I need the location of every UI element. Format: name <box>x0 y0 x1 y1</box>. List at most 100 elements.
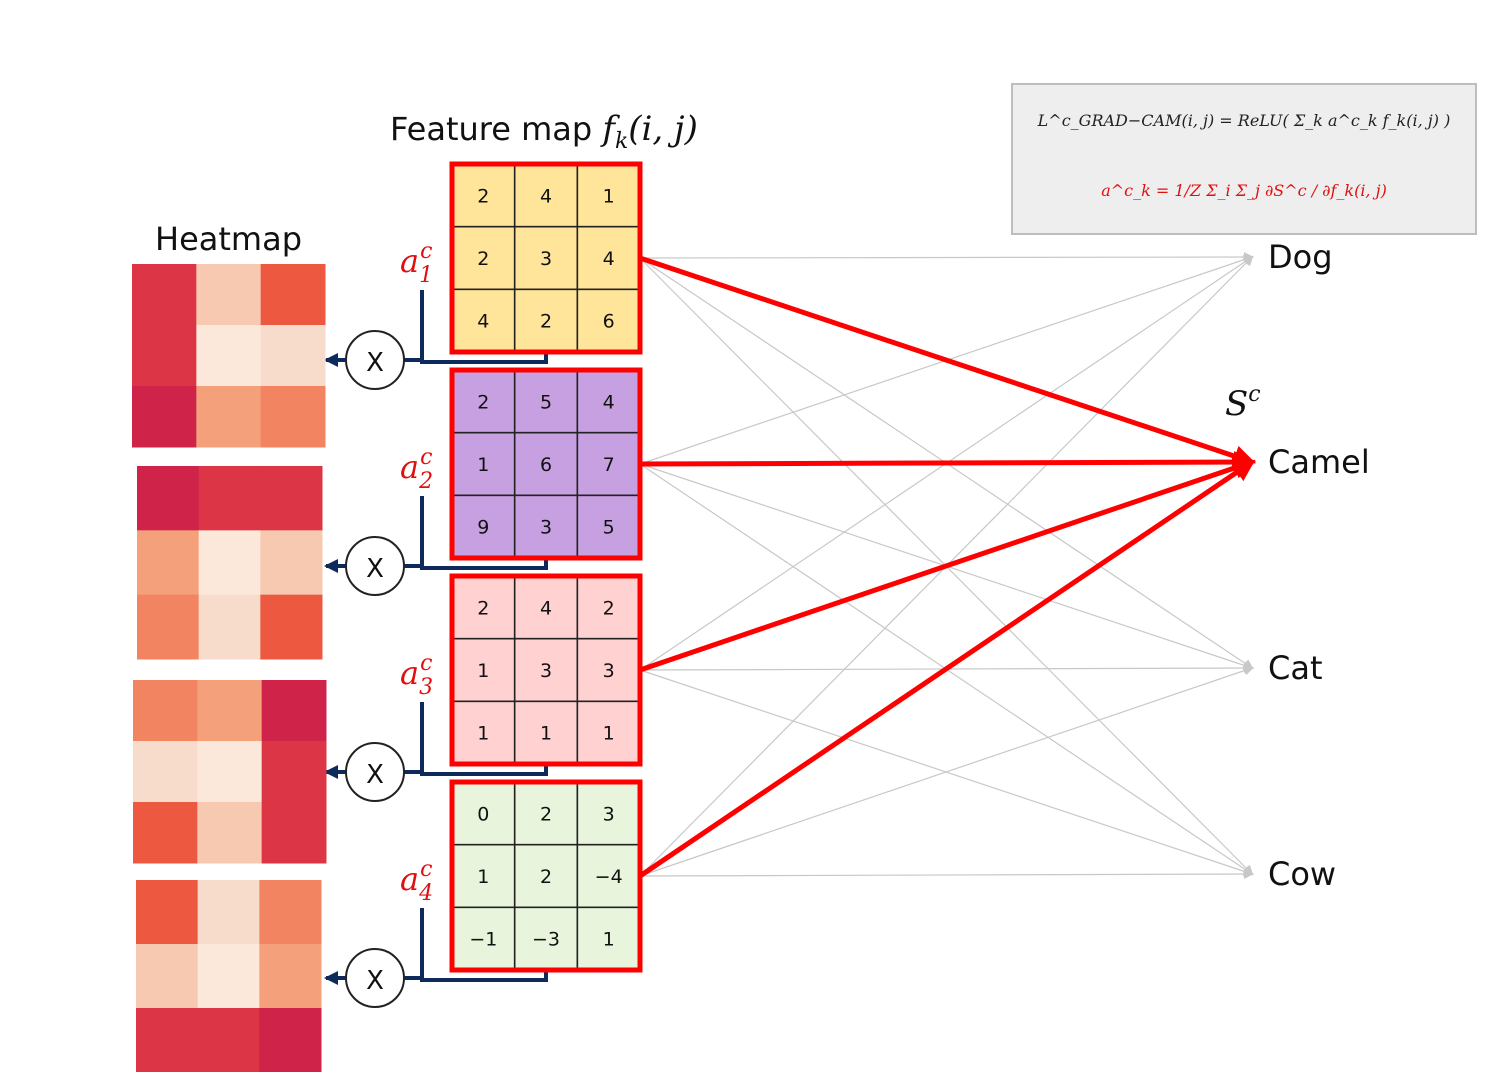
multiply-circle <box>345 948 405 1008</box>
heatmap-cell <box>196 386 262 448</box>
multiply-circle <box>345 330 405 390</box>
connection-line <box>639 252 1254 263</box>
feature-value: 5 <box>603 517 615 539</box>
heatmap-cell <box>260 325 326 387</box>
heatmap-cell <box>259 880 322 945</box>
feature-value: 2 <box>540 311 552 333</box>
feature-map-title: Feature map fk(i, j) <box>390 109 698 154</box>
formula-box: L^c_GRAD−CAM(i, j) = ReLU( Σ_k a^c_k f_k… <box>1011 83 1477 235</box>
heatmap-cell <box>133 680 198 742</box>
gradcam-formula: L^c_GRAD−CAM(i, j) = ReLU( Σ_k a^c_k f_k… <box>1037 111 1451 130</box>
feature-value: 2 <box>477 248 489 270</box>
connection-line <box>639 869 1254 880</box>
weight-label-2: a2c <box>400 445 433 494</box>
heatmap-cell <box>133 741 198 803</box>
heatmap-cell <box>136 880 199 945</box>
multiply-circle <box>345 742 405 802</box>
feature-map-border <box>449 161 643 355</box>
feature-value: 4 <box>603 391 615 413</box>
feature-value: 4 <box>540 185 552 207</box>
heatmap-cell <box>261 802 327 864</box>
feature-value: 1 <box>603 185 615 207</box>
feature-value: 4 <box>477 311 489 333</box>
feature-map-column: 2 4 1 2 3 4 4 2 6 a1c 2 5 4 1 6 7 9 3 5 a2c 2 4 2 1 3 3 1 1 1 a3c 0 2 3 1… <box>400 161 643 973</box>
feature-value: 1 <box>477 660 489 682</box>
feature-map-fill <box>452 782 640 970</box>
feature-value: 7 <box>603 454 615 476</box>
feature-value: 3 <box>603 660 615 682</box>
weight-label-1: a1c <box>400 239 433 288</box>
heatmap-cell <box>132 325 197 387</box>
heatmap-cell <box>197 680 263 742</box>
feature-value: 3 <box>540 660 552 682</box>
feature-value: 3 <box>540 517 552 539</box>
heatmap-cell <box>196 264 262 326</box>
heatmap-cell <box>261 680 327 742</box>
heatmap-cell <box>261 741 327 803</box>
feature-value: 3 <box>603 803 615 825</box>
heatmap-cell <box>132 386 197 448</box>
heatmap-cell <box>198 594 261 660</box>
feature-value: 1 <box>540 723 552 745</box>
heatmap-3 <box>133 680 327 864</box>
feature-value: 2 <box>603 597 615 619</box>
feature-value: −1 <box>469 929 497 951</box>
multiply-symbol: X <box>366 966 384 996</box>
heatmap-cell <box>260 386 326 448</box>
weight-label-3: a3c <box>400 651 433 700</box>
highlight-line <box>639 457 1256 673</box>
heatmap-cell <box>133 802 198 864</box>
heatmap-cell <box>136 1008 199 1072</box>
feature-value: 6 <box>603 311 615 333</box>
feature-map-2: 2 5 4 1 6 7 9 3 5 <box>449 367 643 561</box>
heatmap-title: Heatmap <box>155 220 302 258</box>
feature-map-1: 2 4 1 2 3 4 4 2 6 <box>449 161 643 355</box>
heatmap-cell <box>260 530 323 596</box>
feature-value: 2 <box>540 866 552 888</box>
feature-value: −3 <box>532 929 560 951</box>
feature-value: 5 <box>540 391 552 413</box>
feature-value: 9 <box>477 517 489 539</box>
class-label-cat: Cat <box>1268 649 1323 687</box>
heatmap-cell <box>260 264 326 326</box>
heatmap-2 <box>137 466 323 660</box>
connection-line <box>639 665 1254 877</box>
feature-value: 2 <box>540 803 552 825</box>
feature-map-fill <box>452 370 640 558</box>
feature-value: 3 <box>540 248 552 270</box>
heatmap-column <box>132 264 327 1072</box>
heatmap-cell <box>197 1008 260 1072</box>
feature-value: 2 <box>477 391 489 413</box>
feature-map-border <box>449 573 643 767</box>
highlight-line <box>638 459 1256 879</box>
feature-value: −4 <box>595 866 623 888</box>
highlight-line <box>639 451 1256 474</box>
feature-map-fill <box>452 164 640 352</box>
camel-highlight-lines <box>638 255 1256 879</box>
feature-value: 6 <box>540 454 552 476</box>
heatmap-cell <box>197 802 263 864</box>
class-label-cow: Cow <box>1268 855 1336 893</box>
feature-map-border <box>449 367 643 561</box>
heatmap-cell <box>137 466 200 531</box>
multiply-symbol: X <box>366 348 384 378</box>
multiply-symbol: X <box>366 554 384 584</box>
heatmap-cell <box>137 530 200 596</box>
feature-value: 1 <box>603 723 615 745</box>
heatmap-cell <box>137 594 200 660</box>
heatmap-cell <box>196 325 262 387</box>
feature-value: 1 <box>477 454 489 476</box>
feature-value: 2 <box>477 185 489 207</box>
score-label: Sc <box>1225 382 1261 424</box>
feature-value: 4 <box>603 248 615 270</box>
heatmap-cell <box>132 264 197 326</box>
weight-formula: a^c_k = 1/Z Σ_i Σ_j ∂S^c / ∂f_k(i, j) <box>1101 181 1387 200</box>
feature-value: 0 <box>477 803 489 825</box>
feature-value: 4 <box>540 597 552 619</box>
class-label-camel: Camel <box>1268 443 1370 481</box>
weight-label-4: a4c <box>400 857 433 906</box>
